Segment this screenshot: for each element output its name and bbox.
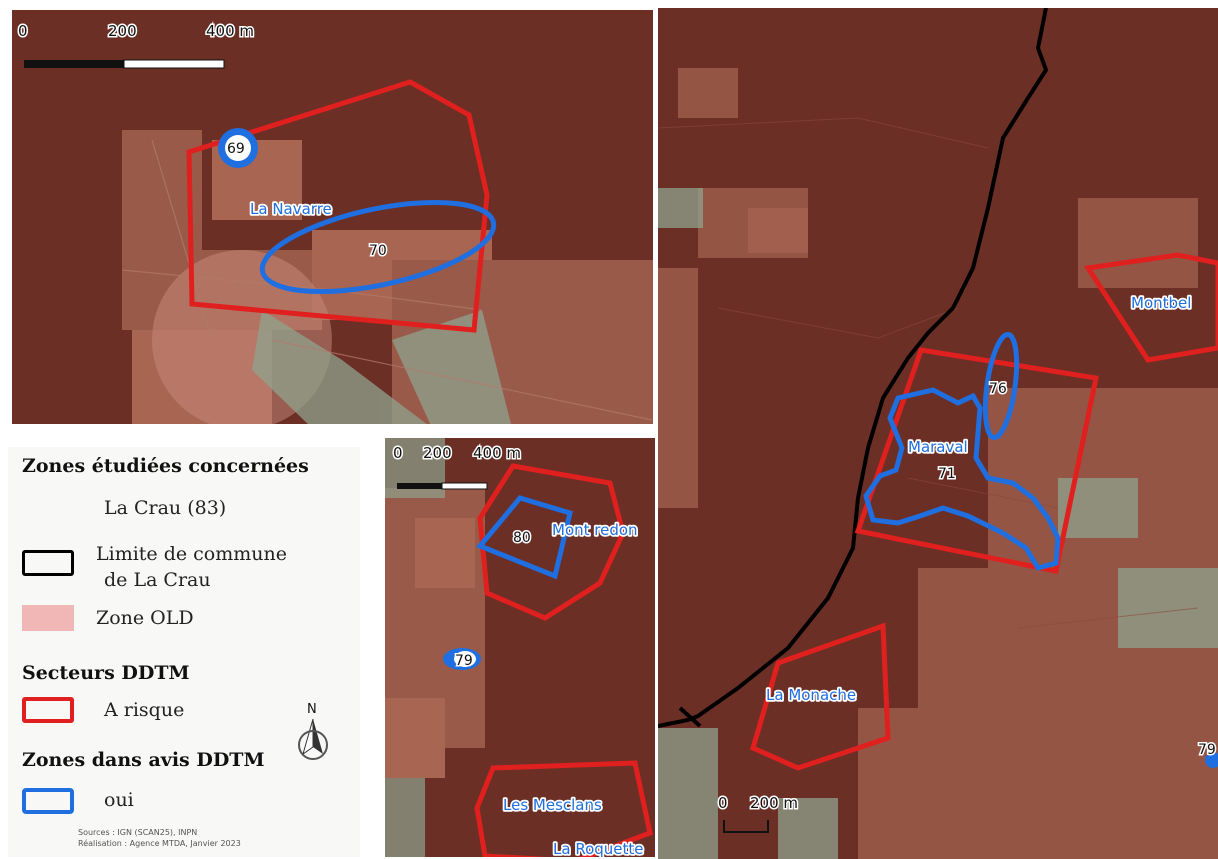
avis-zone-69-inner xyxy=(225,135,251,161)
main-scale-tick-200: 200 m xyxy=(750,794,798,812)
green-patches xyxy=(252,310,511,424)
montredon-scale-tick-400: 400 m xyxy=(473,444,521,462)
navarre-scale-tick-0: 0 xyxy=(18,22,28,40)
legend-limit-label-1: Limite de commune xyxy=(96,543,287,565)
risk-sector-mont-redon xyxy=(477,463,626,621)
legend-swatch-zone-old xyxy=(22,605,74,631)
label-la-monache: La Monache xyxy=(766,686,856,704)
label-les-mesclans: Les Mesclans xyxy=(503,796,602,814)
north-label: N xyxy=(307,702,317,717)
main-scale-bar: 0 200 m xyxy=(717,793,800,833)
navarre-scale-tick-400: 400 m xyxy=(206,22,254,40)
navarre-scale-tick-200: 200 xyxy=(108,22,137,40)
risk-sector-montbel xyxy=(1083,252,1218,363)
avis-zone-76 xyxy=(982,331,1020,441)
risk-sector-la-monache xyxy=(749,622,891,771)
label-zone-76: 76 xyxy=(989,381,1007,397)
label-la-roquette: La Roquette xyxy=(553,840,644,858)
risk-sector-maraval xyxy=(854,347,1099,574)
legend-swatch-avis xyxy=(22,788,74,814)
legend-title: Zones étudiées concernées xyxy=(22,455,309,477)
inset-montredon-map: 80 Mont redon 79 Les Mesclans La Roquett… xyxy=(385,438,655,858)
main-map: Montbel Maraval 71 76 La Monache 79 0 20… xyxy=(658,8,1218,859)
label-mont-redon: Mont redon xyxy=(552,521,638,539)
north-arrow-icon: N xyxy=(298,702,328,760)
label-zone-79: 79 xyxy=(455,653,473,669)
legend-ddtm-heading: Secteurs DDTM xyxy=(22,662,190,684)
legend-swatch-commune-limit xyxy=(22,550,74,576)
avis-zone-70 xyxy=(259,199,497,295)
navarre-scale-bar: 0 200 400 m xyxy=(17,21,256,69)
avis-zone-79-edge xyxy=(1205,752,1218,768)
legend-panel: Zones étudiées concernées La Crau (83) L… xyxy=(8,447,360,857)
legend-limit-label-2: de La Crau xyxy=(104,569,211,591)
texture-lines xyxy=(658,117,1199,629)
label-zone-79-main: 79 xyxy=(1198,742,1216,758)
risk-sector-les-mesclans xyxy=(474,760,653,857)
commune-limit-line-end xyxy=(678,706,702,728)
inset-navarre-map: 69 La Navarre 70 0 200 400 m xyxy=(12,10,653,424)
label-montbel: Montbel xyxy=(1131,294,1191,312)
risk-sector-la-navarre xyxy=(186,79,490,333)
legend-realisation: Réalisation : Agence MTDA, Janvier 2023 xyxy=(78,839,241,848)
green-patches xyxy=(385,438,445,857)
label-zone-71: 71 xyxy=(938,466,956,482)
label-zone-80: 80 xyxy=(513,530,531,546)
label-maraval: Maraval xyxy=(908,438,968,456)
field-patches xyxy=(385,488,485,778)
inset-navarre-panel: 69 La Navarre 70 0 200 400 m xyxy=(10,8,655,426)
inset-montredon-panel: 80 Mont redon 79 Les Mesclans La Roquett… xyxy=(383,436,657,859)
legend-avis-heading: Zones dans avis DDTM xyxy=(22,749,265,771)
montredon-scale-tick-0: 0 xyxy=(393,444,403,462)
commune-limit-line xyxy=(658,8,1049,728)
legend-risk-label: A risque xyxy=(104,699,185,721)
legend-commune: La Crau (83) xyxy=(104,497,227,519)
label-zone-69: 69 xyxy=(227,141,245,157)
avis-zone-79-inner xyxy=(454,651,476,667)
legend-old-label: Zone OLD xyxy=(96,607,194,629)
legend-sources: Sources : IGN (SCAN25), INPN xyxy=(78,828,198,837)
montredon-scale-bar: 0 200 400 m xyxy=(392,443,523,490)
main-scale-tick-0: 0 xyxy=(718,794,728,812)
montredon-scale-tick-200: 200 xyxy=(423,444,452,462)
avis-zone-80 xyxy=(475,495,573,580)
legend-swatch-risk xyxy=(22,697,74,723)
avis-zone-71 xyxy=(863,387,1061,571)
legend-avis-label: oui xyxy=(104,789,134,811)
label-zone-70: 70 xyxy=(369,243,387,259)
main-map-panel: Montbel Maraval 71 76 La Monache 79 0 20… xyxy=(658,8,1218,859)
label-la-navarre: La Navarre xyxy=(250,200,332,218)
